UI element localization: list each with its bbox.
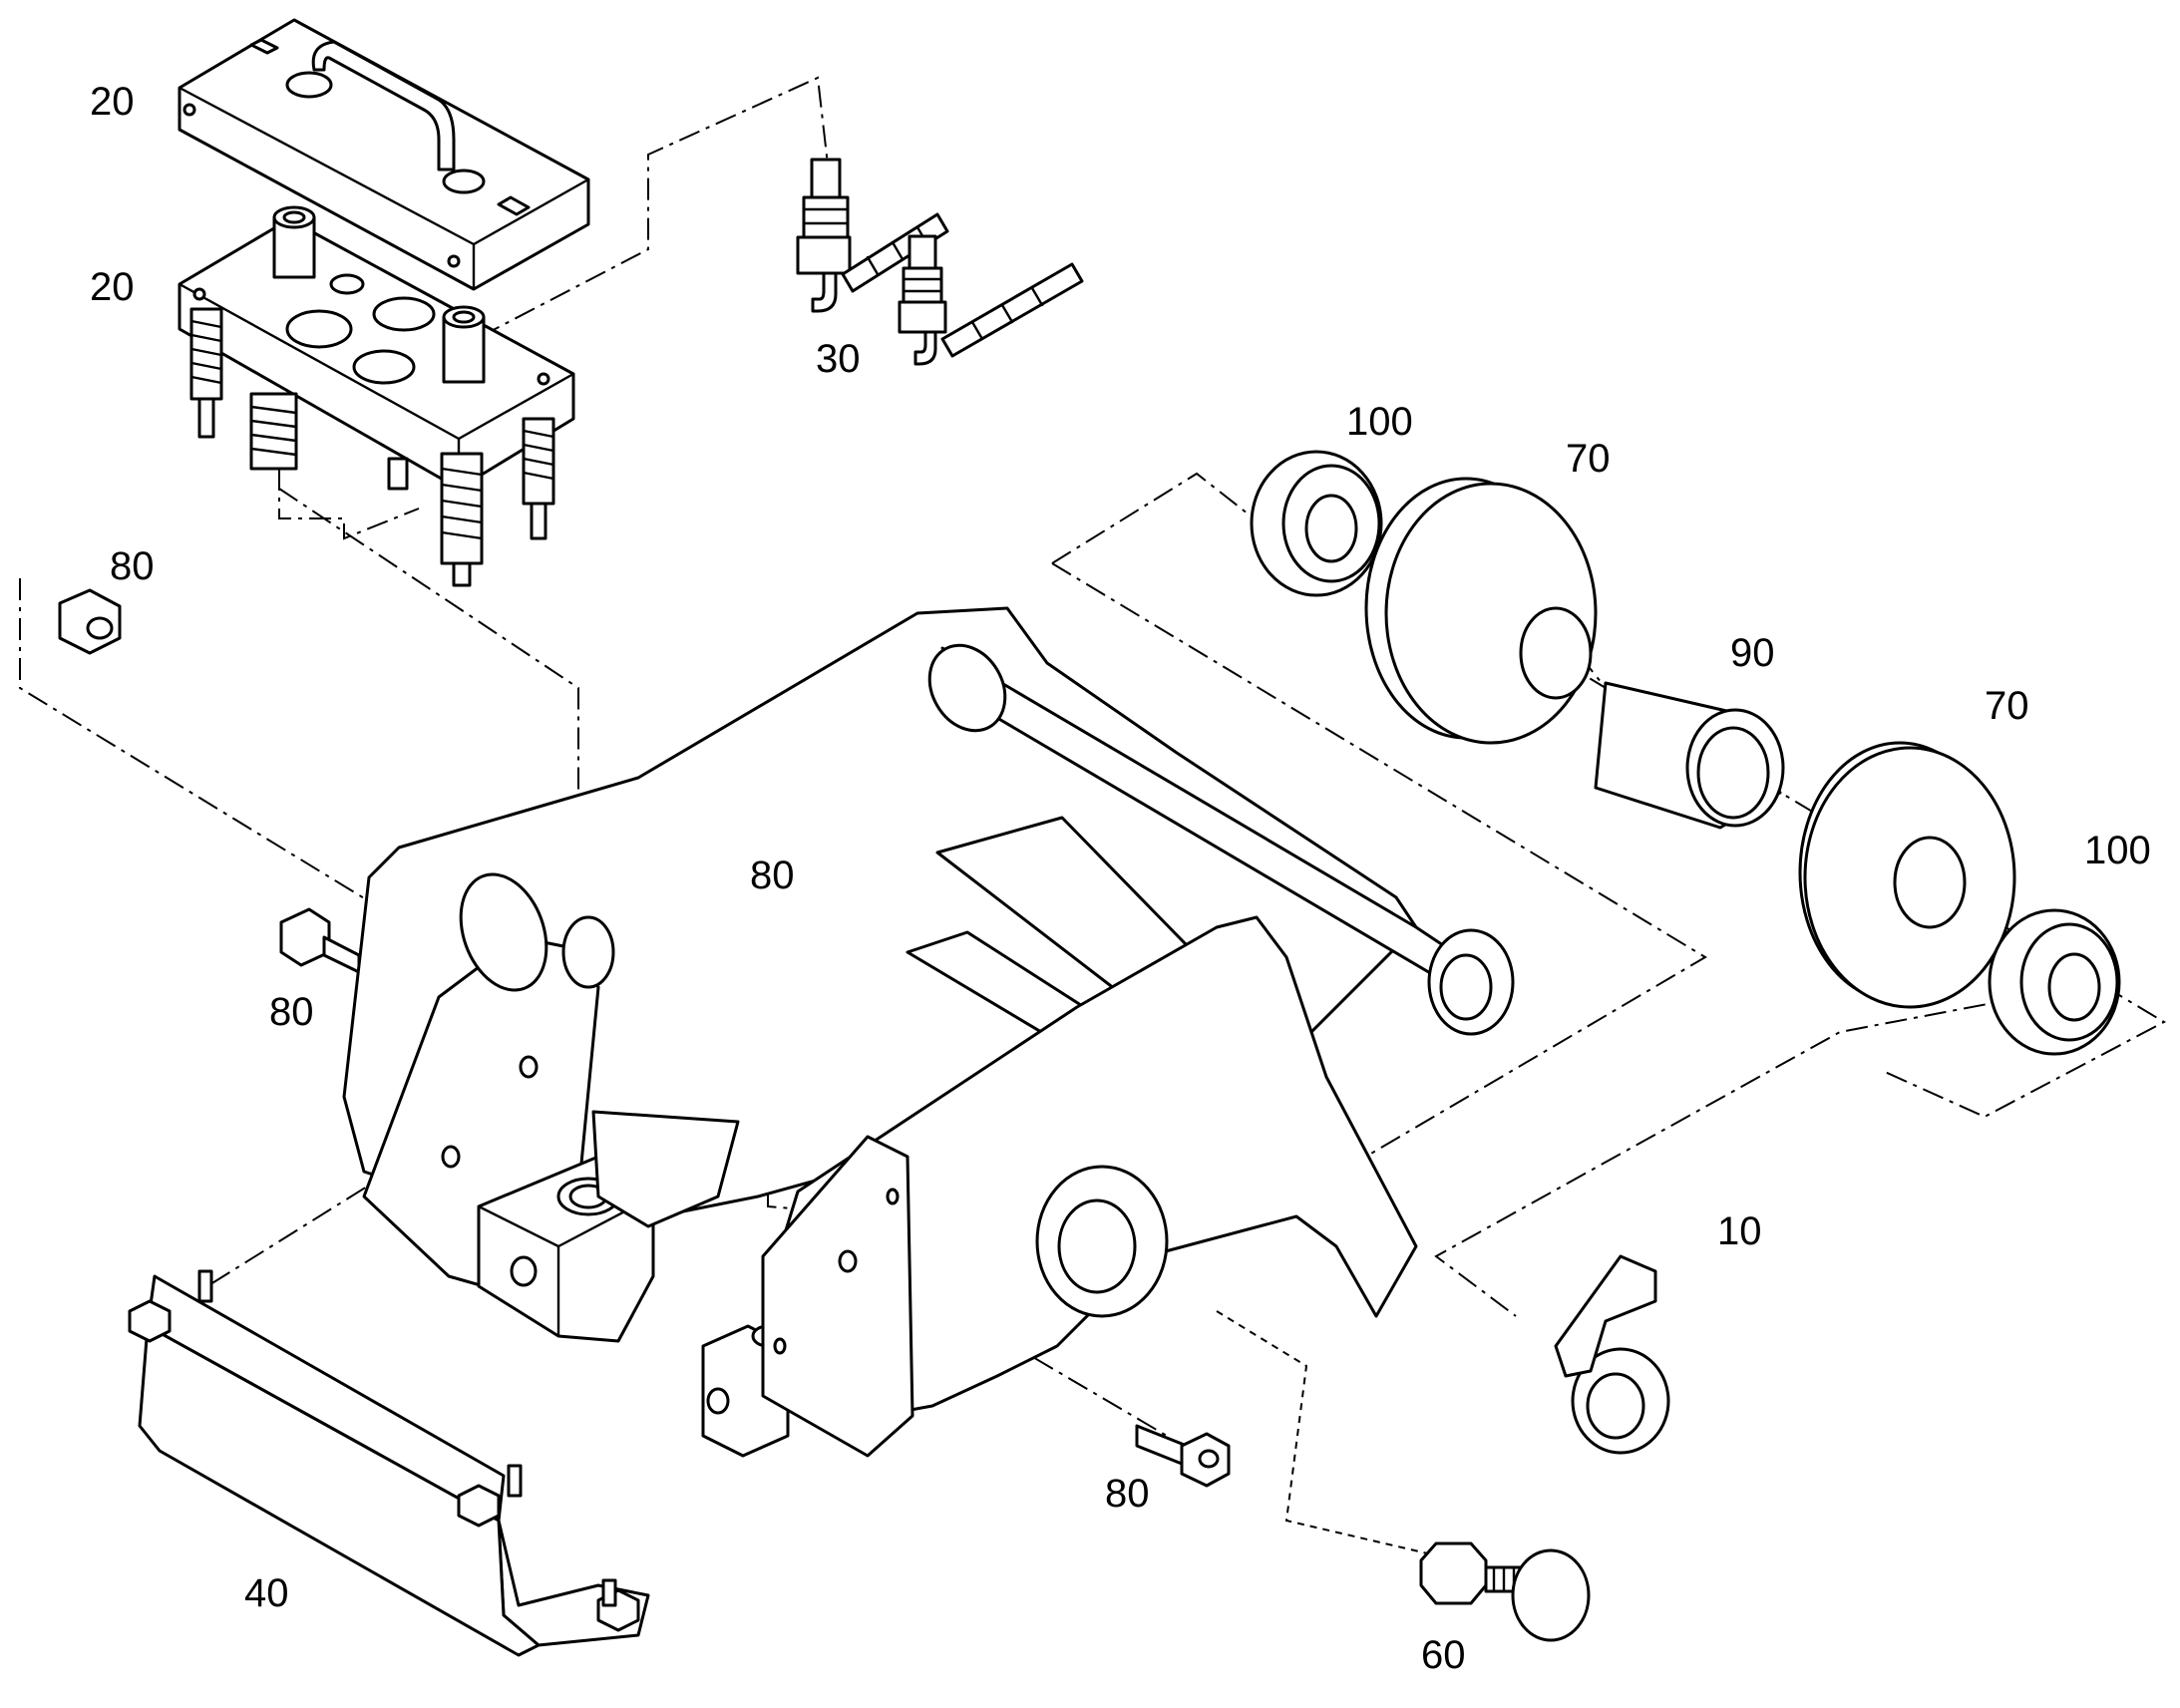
callout-80-nut-topleft: 80 xyxy=(110,544,155,588)
part-40-cover-plate xyxy=(128,1269,650,1657)
callout-90-bushing: 90 xyxy=(1730,631,1775,675)
spring-left xyxy=(189,307,223,439)
part-30-hydraulic-hoses xyxy=(796,158,1084,366)
callout-70-upper: 70 xyxy=(1566,437,1611,481)
callout-100-lower: 100 xyxy=(2084,829,2151,872)
spring-mid xyxy=(249,392,298,471)
part-20-coupler-plate xyxy=(178,205,575,587)
part-10-main-frame xyxy=(342,606,1670,1458)
spring-right-2 xyxy=(522,417,555,540)
spring-right-1 xyxy=(440,452,484,587)
callout-10-frame: 10 xyxy=(1717,1209,1762,1253)
part-60-fitting xyxy=(1419,1541,1591,1642)
callout-70-lower: 70 xyxy=(1985,684,2029,728)
callout-80-nut-center: 80 xyxy=(750,854,795,897)
callout-100-upper: 100 xyxy=(1346,400,1413,444)
part-80-bolt-left xyxy=(279,907,361,974)
part-100-washer-upper xyxy=(1250,450,1383,597)
part-20-top-plate xyxy=(178,18,590,291)
callout-20-coupler-plate: 20 xyxy=(90,265,135,309)
part-80-bolt-right xyxy=(1135,1424,1231,1488)
callout-80-bolt-right: 80 xyxy=(1105,1472,1150,1516)
part-80-nut xyxy=(58,588,122,655)
callout-40-cover: 40 xyxy=(244,1571,289,1615)
part-70-disc-lower xyxy=(1798,741,2016,1009)
callout-80-bolt-left: 80 xyxy=(269,990,314,1034)
callout-30-hoses: 30 xyxy=(816,337,861,381)
part-70-disc-upper xyxy=(1364,477,1598,745)
part-90-bushing xyxy=(1594,681,1785,830)
part-100-washer-lower xyxy=(1988,908,2121,1056)
callout-20-top-plate: 20 xyxy=(90,80,135,124)
callout-60-fitting: 60 xyxy=(1421,1633,1466,1677)
